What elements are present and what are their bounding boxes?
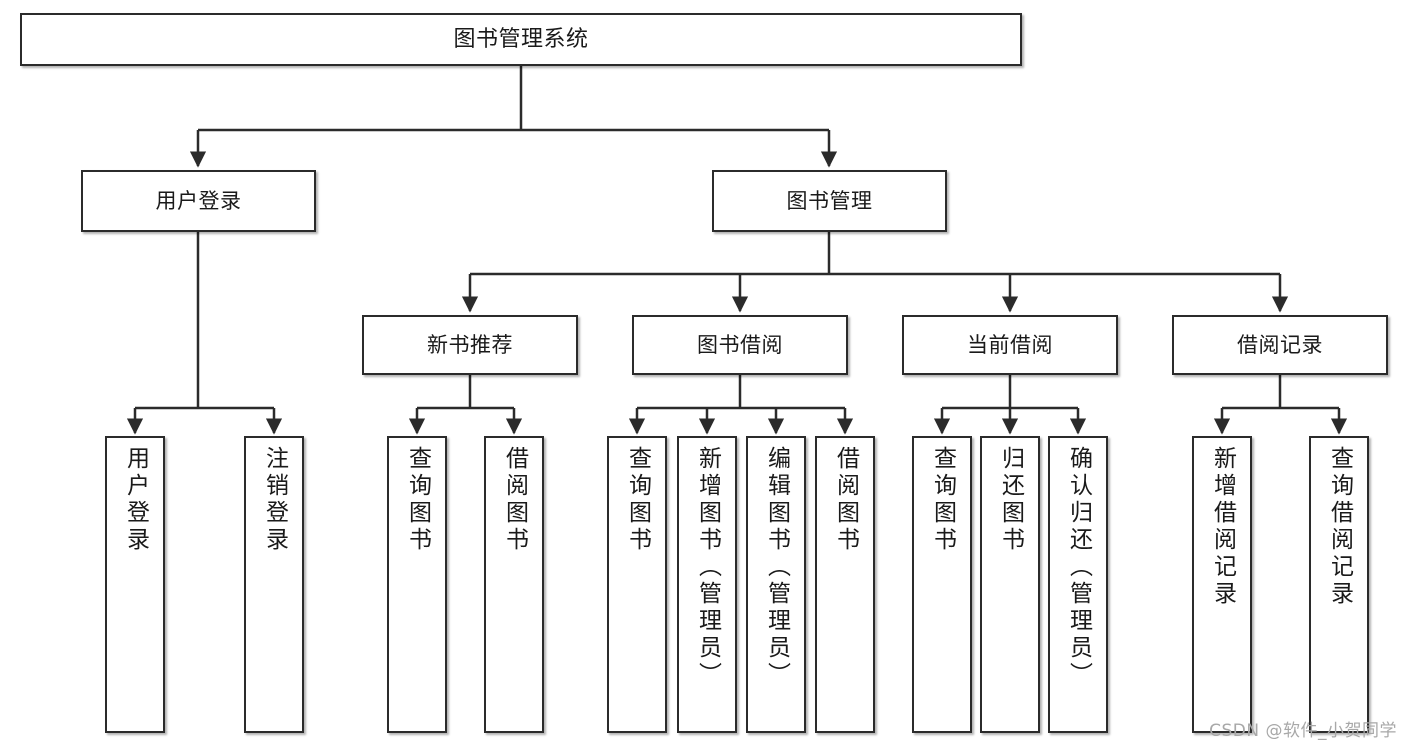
node-label: 确认归还（管理员） <box>1065 446 1092 689</box>
node-leaf-query-borrow-record[interactable]: 查询借阅记录 <box>1309 436 1369 733</box>
node-leaf-edit-book[interactable]: 编辑图书（管理员） <box>746 436 806 733</box>
node-label: 图书管理系统 <box>453 26 589 52</box>
node-label: 用户登录 <box>155 188 242 213</box>
node-label: 归还图书 <box>997 446 1024 554</box>
node-leaf-query-book-borrow[interactable]: 查询图书 <box>607 436 667 733</box>
node-current-borrow[interactable]: 当前借阅 <box>902 315 1118 375</box>
node-label: 查询图书 <box>624 446 651 554</box>
node-leaf-user-login[interactable]: 用户登录 <box>105 436 165 733</box>
watermark-text: CSDN @软件_小贺同学 <box>1209 721 1397 741</box>
node-label: 图书管理 <box>786 188 873 213</box>
node-label: 查询图书 <box>404 446 431 554</box>
node-label: 注销登录 <box>261 446 288 554</box>
node-label: 借阅记录 <box>1237 332 1323 357</box>
node-label: 查询图书 <box>929 446 956 554</box>
node-label: 编辑图书（管理员） <box>763 446 790 689</box>
node-leaf-add-book[interactable]: 新增图书（管理员） <box>677 436 737 733</box>
node-new-book-recommend[interactable]: 新书推荐 <box>362 315 578 375</box>
node-leaf-borrow-book[interactable]: 借阅图书 <box>815 436 875 733</box>
node-label: 借阅图书 <box>832 446 859 554</box>
node-label: 查询借阅记录 <box>1326 446 1353 608</box>
node-label: 当前借阅 <box>967 332 1053 357</box>
node-label: 新增借阅记录 <box>1209 446 1236 608</box>
node-leaf-logout[interactable]: 注销登录 <box>244 436 304 733</box>
node-leaf-return-book[interactable]: 归还图书 <box>980 436 1040 733</box>
node-book-manage[interactable]: 图书管理 <box>712 170 947 232</box>
node-label: 用户登录 <box>122 446 149 554</box>
node-user-login[interactable]: 用户登录 <box>81 170 316 232</box>
node-book-borrow[interactable]: 图书借阅 <box>632 315 848 375</box>
node-label: 新增图书（管理员） <box>694 446 721 689</box>
node-borrow-record[interactable]: 借阅记录 <box>1172 315 1388 375</box>
node-label: 新书推荐 <box>427 332 513 357</box>
node-leaf-query-book-current[interactable]: 查询图书 <box>912 436 972 733</box>
node-leaf-query-book-recommend[interactable]: 查询图书 <box>387 436 447 733</box>
node-leaf-confirm-return[interactable]: 确认归还（管理员） <box>1048 436 1108 733</box>
node-leaf-add-borrow-record[interactable]: 新增借阅记录 <box>1192 436 1252 733</box>
node-label: 图书借阅 <box>697 332 783 357</box>
node-label: 借阅图书 <box>501 446 528 554</box>
node-root-system[interactable]: 图书管理系统 <box>20 13 1022 66</box>
node-leaf-borrow-book-recommend[interactable]: 借阅图书 <box>484 436 544 733</box>
